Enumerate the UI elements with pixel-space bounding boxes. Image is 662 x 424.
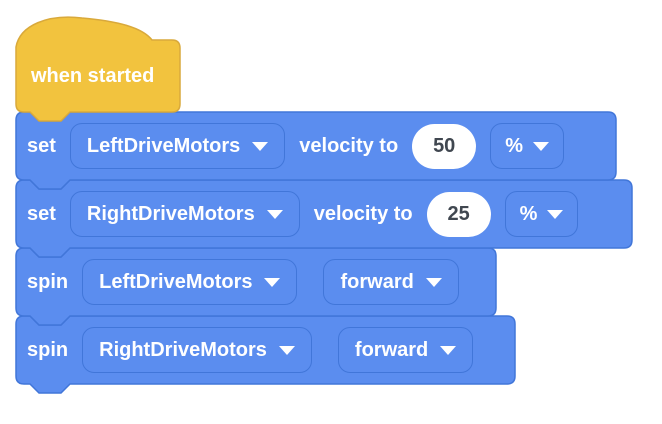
when-started-hat-block[interactable]: when started — [15, 16, 181, 122]
dropdown-arrow-icon — [252, 141, 269, 151]
direction-dropdown-value: forward — [340, 270, 414, 293]
dropdown-arrow-icon — [264, 277, 281, 287]
motor-dropdown-value: LeftDriveMotors — [99, 270, 253, 293]
dropdown-arrow-icon — [532, 141, 549, 151]
unit-dropdown[interactable]: % — [504, 191, 579, 237]
velocity-value: 25 — [447, 202, 470, 225]
unit-dropdown[interactable]: % — [490, 123, 564, 169]
dropdown-arrow-icon — [425, 277, 442, 287]
motor-dropdown-value: LeftDriveMotors — [86, 134, 241, 157]
dropdown-arrow-icon — [547, 209, 564, 219]
set-verb-label: set — [27, 135, 56, 157]
unit-dropdown-value: % — [519, 202, 538, 225]
spin-block-left[interactable]: spin LeftDriveMotors forward — [15, 247, 497, 326]
motor-dropdown[interactable]: LeftDriveMotors — [82, 259, 298, 305]
set-velocity-block-left[interactable]: set LeftDriveMotors velocity to 50 % — [15, 111, 617, 190]
direction-dropdown[interactable]: forward — [323, 259, 459, 305]
unit-dropdown-value: % — [505, 134, 523, 157]
set-verb-label: set — [27, 203, 56, 225]
dropdown-arrow-icon — [440, 345, 457, 355]
velocity-value: 50 — [433, 134, 456, 157]
motor-dropdown-value: RightDriveMotors — [99, 338, 267, 361]
direction-dropdown[interactable]: forward — [337, 327, 474, 373]
motor-dropdown[interactable]: LeftDriveMotors — [69, 123, 286, 169]
motor-dropdown-value: RightDriveMotors — [86, 202, 255, 225]
velocity-to-label: velocity to — [313, 202, 413, 225]
hat-block-label: when started — [31, 64, 155, 87]
velocity-value-input[interactable]: 25 — [426, 191, 491, 237]
spin-verb-label: spin — [27, 271, 69, 293]
direction-dropdown-value: forward — [354, 338, 429, 361]
motor-dropdown[interactable]: RightDriveMotors — [82, 327, 312, 373]
spin-verb-label: spin — [27, 339, 69, 361]
velocity-to-label: velocity to — [299, 134, 399, 157]
hat-block-shape — [15, 16, 181, 122]
velocity-value-input[interactable]: 50 — [412, 123, 477, 169]
motor-dropdown[interactable]: RightDriveMotors — [69, 191, 300, 237]
set-velocity-block-right[interactable]: set RightDriveMotors velocity to 25 % — [15, 179, 633, 258]
spin-block-right[interactable]: spin RightDriveMotors forward — [15, 315, 516, 394]
dropdown-arrow-icon — [278, 345, 295, 355]
dropdown-arrow-icon — [266, 209, 283, 219]
